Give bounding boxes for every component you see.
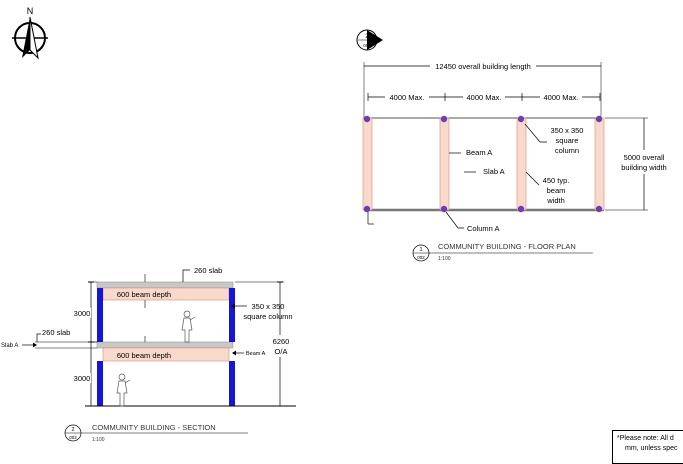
overall-length-label: 12450 overall building length — [435, 62, 531, 71]
note-line-1: *Please note: All d — [617, 435, 674, 442]
north-arrow-icon: N — [12, 6, 48, 60]
person-figure-lower-icon — [116, 373, 131, 407]
mid-slab — [96, 341, 234, 349]
column-dot — [595, 115, 603, 123]
section-column-label-1: 350 x 350 — [252, 302, 285, 311]
beam-width-label-2: beam — [547, 186, 566, 195]
lower-floor-height: 3000 — [74, 374, 91, 383]
overall-width-label-2: building width — [621, 163, 666, 172]
section-beam-ref: Beam A — [246, 351, 266, 357]
plan-title: COMMUNITY BUILDING - FLOOR PLAN — [438, 242, 576, 251]
slab-a-label: Slab A — [483, 167, 505, 176]
section-scale: 1:100 — [92, 437, 105, 443]
plan-title-sheet: 002 — [417, 255, 425, 260]
plan-scale: 1:100 — [438, 256, 451, 262]
person-figure-upper-icon — [181, 310, 196, 343]
column-right-upper — [229, 288, 235, 342]
section-column-label-2: square column — [243, 312, 292, 321]
column-left-upper — [97, 288, 103, 342]
span-label-3: 4000 Max. — [543, 93, 578, 102]
section-title-number: 2 — [71, 427, 74, 433]
column-dot — [363, 115, 371, 123]
column-size-label-1: 350 x 350 — [551, 126, 584, 135]
column-dot — [440, 205, 448, 213]
upper-floor-height: 3000 — [74, 309, 91, 318]
section-title-block: 2 002 COMMUNITY BUILDING - SECTION 1:100 — [64, 423, 248, 443]
beam-a-label: Beam A — [466, 148, 492, 157]
north-label: N — [27, 6, 34, 16]
section-title-sheet: 002 — [69, 435, 77, 440]
beam-width-label-1: 450 typ. — [543, 176, 570, 185]
column-left-lower — [97, 361, 103, 406]
note-line-2: mm, unless spec — [625, 445, 678, 452]
section-view: 600 beam depth 600 beam depth 3000 3000 … — [1, 266, 296, 407]
column-dot — [440, 115, 448, 123]
beam-plan-4 — [594, 117, 605, 211]
span-label-2: 4000 Max. — [466, 93, 501, 102]
floor-plan-title-block: 1 002 COMMUNITY BUILDING - FLOOR PLAN 1:… — [412, 242, 593, 262]
floor-plan: 12450 overall building length 4000 Max. … — [362, 61, 672, 233]
column-dot — [517, 115, 525, 123]
beam-plan-3 — [516, 117, 527, 211]
mid-beam — [102, 347, 230, 362]
column-right-lower — [229, 361, 235, 406]
drawing-note-box: *Please note: All d mm, unless spec — [612, 430, 683, 464]
section-callout-marker[interactable]: 2 002 — [356, 29, 383, 51]
callout-number: 2 — [365, 34, 369, 40]
column-dot — [517, 205, 525, 213]
overall-width-label-1: 5000 overall — [624, 153, 665, 162]
section-title: COMMUNITY BUILDING - SECTION — [92, 423, 216, 432]
column-size-label-3: column — [555, 146, 579, 155]
slab-ref-label: Slab A — [1, 343, 18, 349]
top-slab — [96, 281, 234, 289]
beam-width-label-3: width — [546, 196, 565, 205]
beam-plan-1 — [362, 117, 373, 211]
plan-title-number: 1 — [419, 247, 422, 253]
mid-beam-depth-label: 600 beam depth — [117, 351, 171, 360]
callout-sheet: 002 — [363, 43, 371, 48]
top-beam-depth-label: 600 beam depth — [117, 290, 171, 299]
column-dot — [363, 205, 371, 213]
column-size-label-2: square — [556, 136, 579, 145]
mid-slab-label: 260 slab — [42, 328, 70, 337]
beam-plan-2 — [439, 117, 450, 211]
overall-height-label-2: O/A — [275, 347, 288, 356]
top-slab-label: 260 slab — [194, 266, 222, 275]
columns-plan — [363, 115, 603, 213]
column-dot — [595, 205, 603, 213]
overall-height-label-1: 6260 — [273, 337, 290, 346]
span-label-1: 4000 Max. — [389, 93, 424, 102]
column-a-label: Column A — [467, 224, 500, 233]
